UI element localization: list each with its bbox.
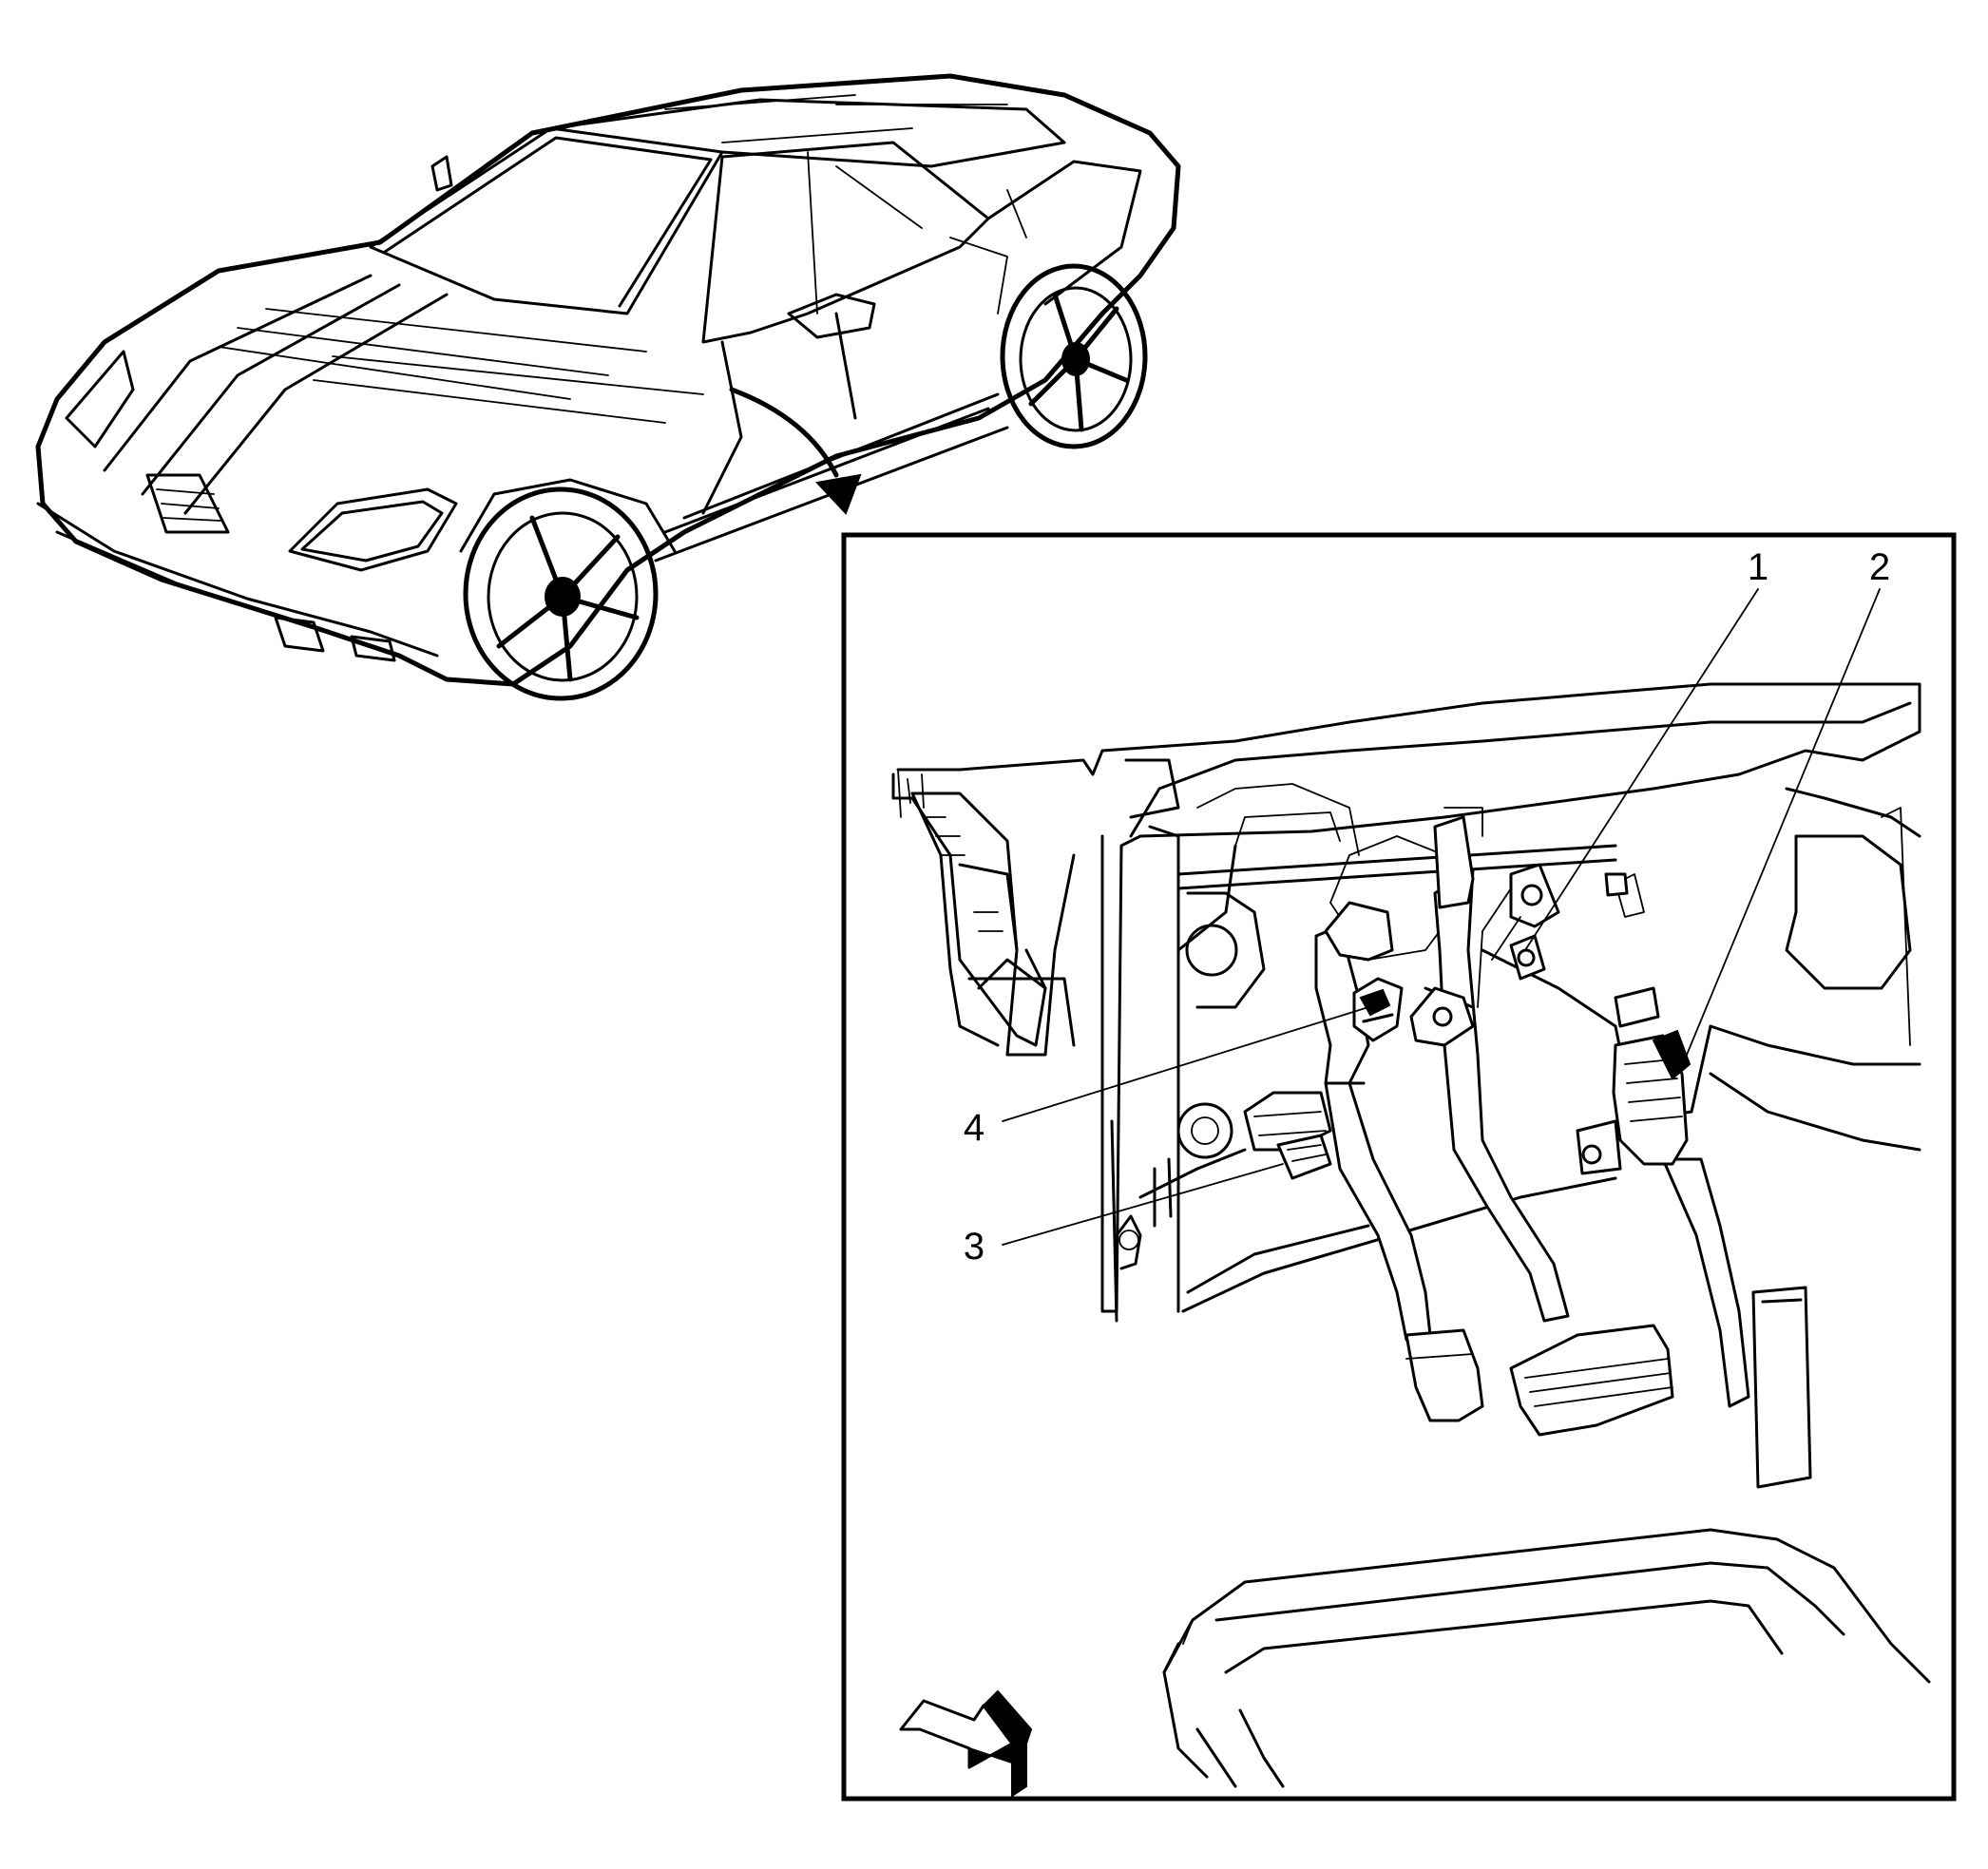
accelerator-pedal <box>1661 1157 1812 1489</box>
pedal-switch-upper <box>1509 934 1546 981</box>
pedal-bracket <box>1324 815 1629 1047</box>
callout-3: 3 <box>964 1226 984 1268</box>
brake-pedal-position-sensor <box>1352 977 1404 1042</box>
callout-4: 4 <box>964 1107 984 1149</box>
detail-inset: 1 2 3 4 <box>841 532 1957 1802</box>
accelerator-pedal-position-module <box>1576 986 1692 1175</box>
hvac-duct <box>891 772 1047 1047</box>
vehicle-overview <box>35 73 1181 701</box>
leader-line-4 <box>1002 1006 1369 1122</box>
brake-pedal <box>1424 868 1674 1437</box>
callout-2: 2 <box>1869 546 1890 588</box>
leader-line-1 <box>1524 588 1759 951</box>
callout-1: 1 <box>1748 546 1768 588</box>
leader-line-3 <box>1002 1163 1284 1246</box>
lower-dash <box>1110 1091 1332 1323</box>
leader-line-2 <box>1686 588 1881 1056</box>
floor-tunnel <box>1162 1528 1931 1788</box>
firewall-panel <box>896 682 1921 1313</box>
forward-direction-arrow <box>899 1689 1033 1798</box>
clutch-pedal-switch <box>1276 1134 1332 1180</box>
